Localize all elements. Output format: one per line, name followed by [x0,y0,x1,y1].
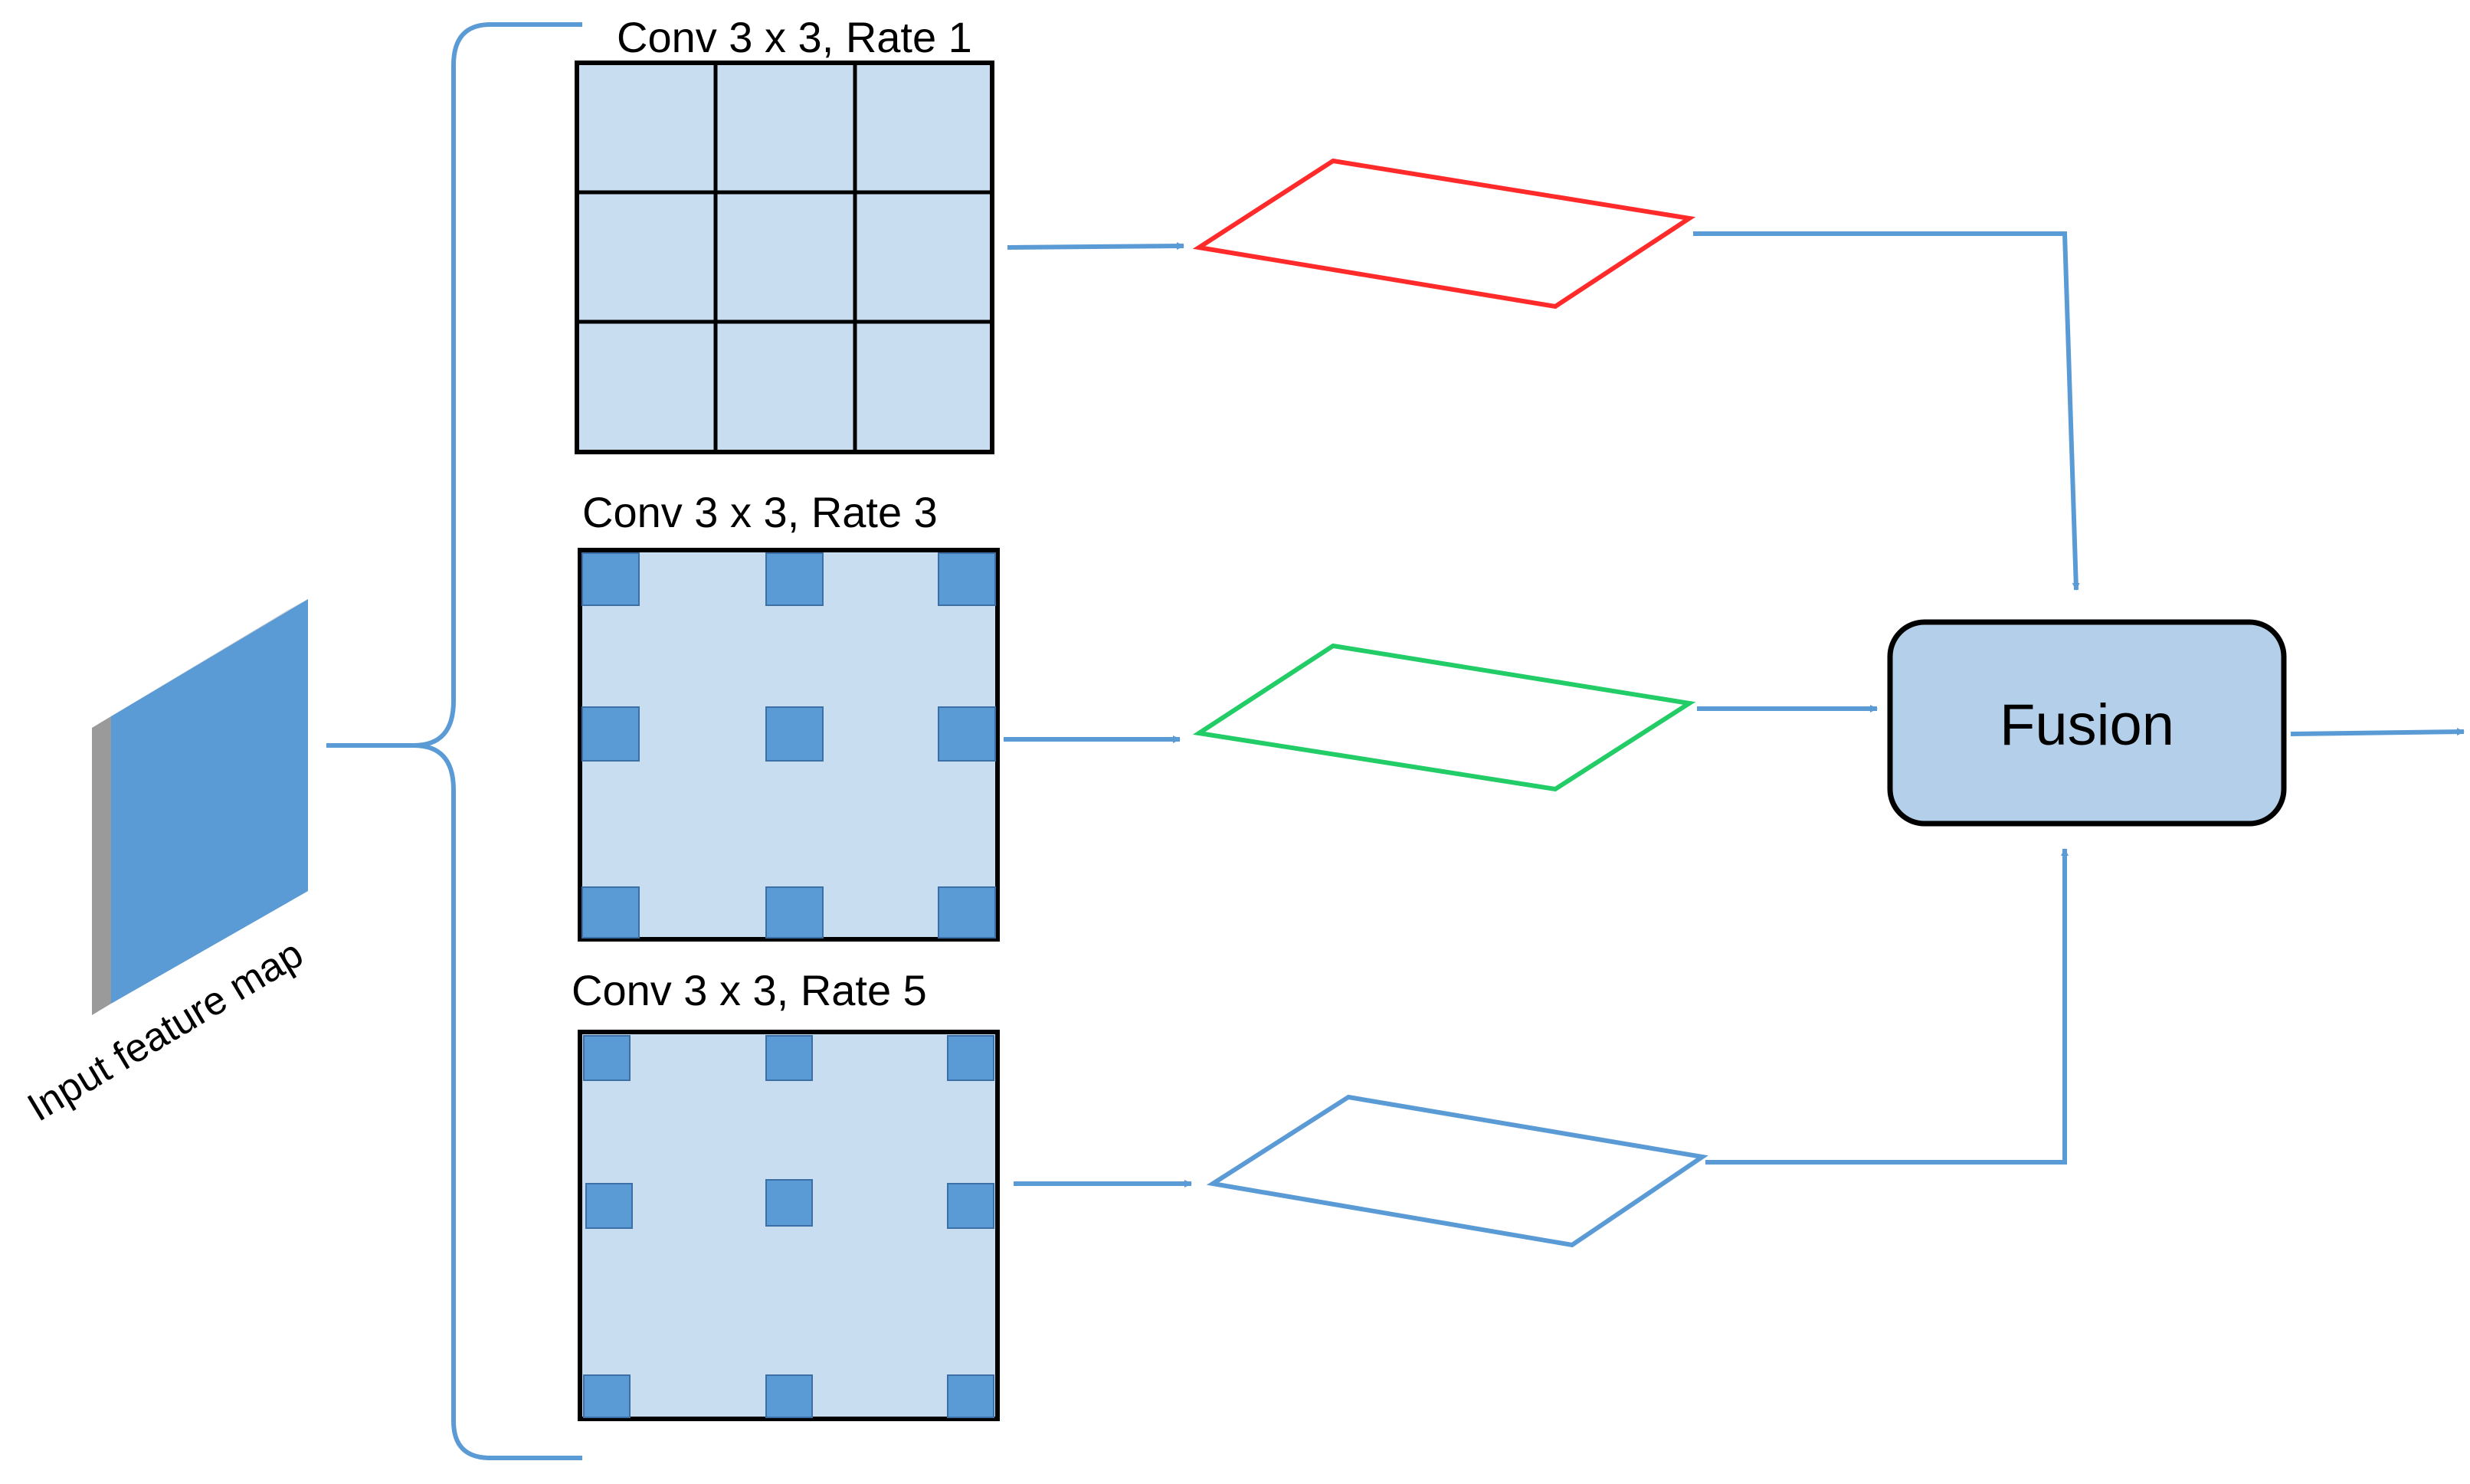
dilated-sample [765,552,824,606]
arrow-kernel-to-output-1 [1007,242,1184,251]
dilated-sample [947,1183,994,1229]
dilated-sample [765,706,824,762]
dilated-sample [583,1035,631,1081]
dilated-sample [947,1374,994,1418]
input-map-side-face [92,716,111,1015]
dilated-sample [583,1374,631,1418]
dilated-sample [581,706,640,762]
branch-rate-1: Conv 3 x 3, Rate 1 [575,13,1696,454]
fusion-output-arrow [2290,728,2465,736]
branch-rate-3: Conv 3 x 3, Rate 3 [578,488,1696,942]
dilated-sample [765,886,824,939]
input-map-front-face [111,599,308,1004]
connector-output-5-to-fusion [1705,848,2069,1165]
fusion-label: Fusion [2000,693,2174,758]
branch-rate-5: Conv 3 x 3, Rate 5 [572,966,1708,1421]
output-map-rate-3 [1192,643,1696,792]
kernel-grid-rate-1 [575,61,994,454]
dilated-sample [581,552,640,606]
dilated-sample [581,886,640,939]
branch-rate-3-label: Conv 3 x 3, Rate 3 [582,488,938,536]
dilated-sample [765,1179,813,1227]
branch-rate-1-label: Conv 3 x 3, Rate 1 [617,13,972,61]
branch-brace [326,22,582,1460]
dilated-sample [938,886,996,939]
output-map-rate-1 [1192,158,1696,310]
dilated-sample [938,706,996,762]
dilated-sample [585,1183,633,1229]
fusion-block: Fusion [1887,619,2287,827]
dilated-sample [947,1035,994,1081]
dilated-sample [765,1374,813,1418]
fusion-box [1887,619,2287,827]
input-feature-map: Input feature map [20,599,311,1130]
branch-rate-5-label: Conv 3 x 3, Rate 5 [572,966,927,1014]
output-map-rate-5 [1206,1094,1708,1248]
dilated-sample [938,552,996,606]
dilated-sample [765,1035,813,1081]
connector-output-1-to-fusion [1693,231,2080,591]
